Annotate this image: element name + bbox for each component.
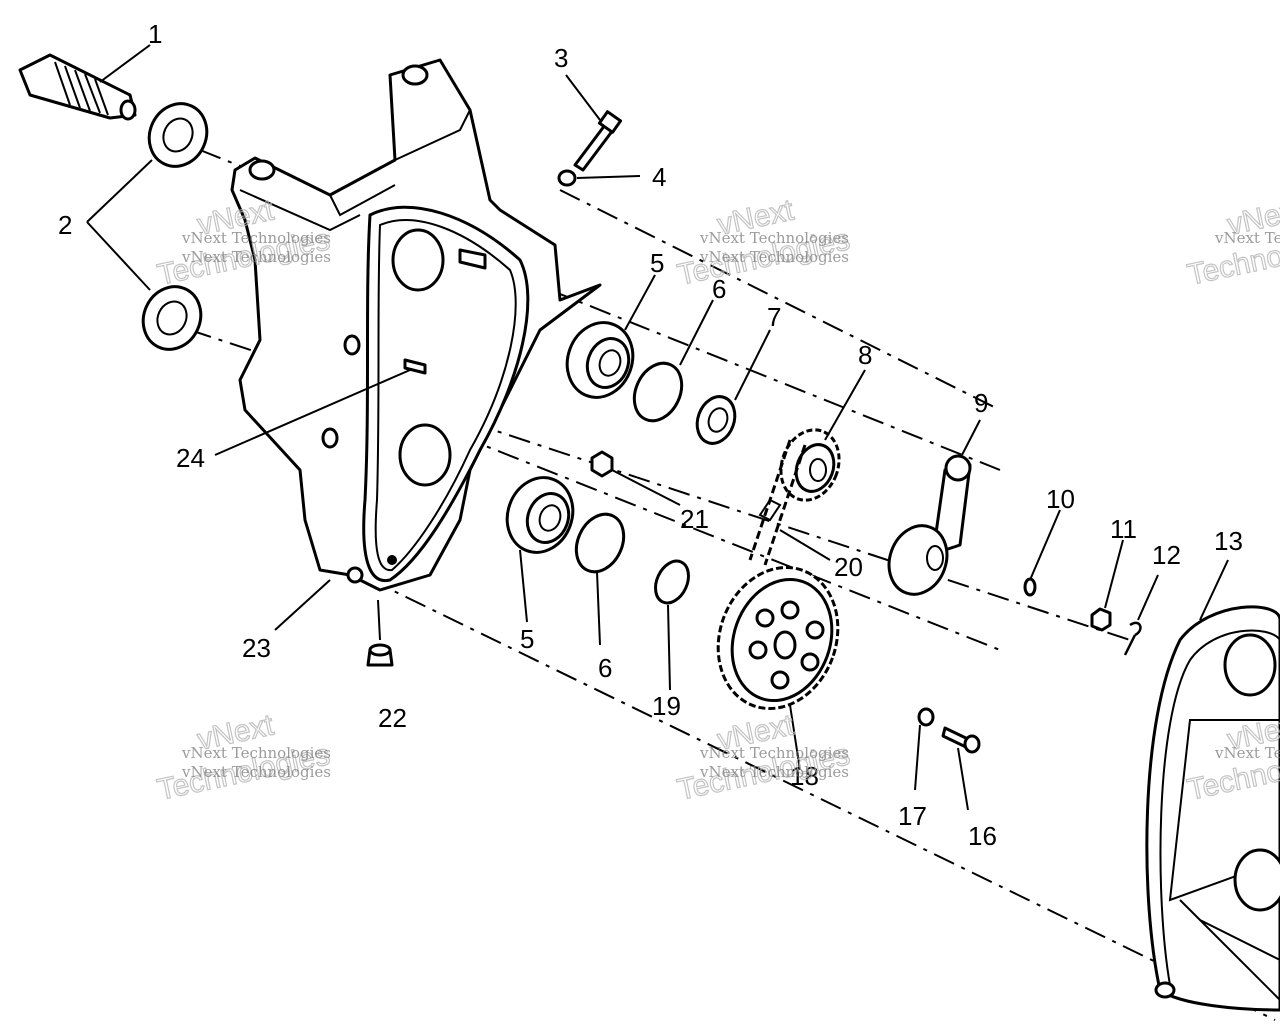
bolt-3 bbox=[573, 110, 623, 172]
tensioner-arm bbox=[887, 454, 972, 596]
callout-labels: 1 2 3 4 5 5 6 6 7 8 9 10 11 12 13 16 17 … bbox=[58, 19, 1243, 851]
callout-11: 11 bbox=[1110, 514, 1137, 544]
watermark-bottom-center: vNext Technologies vNext Technologies vN… bbox=[674, 708, 853, 808]
callout-23: 23 bbox=[242, 633, 271, 663]
callout-2: 2 bbox=[58, 210, 72, 240]
bearing-upper bbox=[565, 321, 635, 399]
shaft-part bbox=[18, 53, 137, 121]
seal-upper bbox=[147, 102, 209, 168]
callout-21: 21 bbox=[680, 504, 709, 534]
callout-8: 8 bbox=[858, 340, 872, 370]
watermark-small-4b: vNext Technologies bbox=[181, 763, 331, 781]
watermark-small-3: vNext Technologies bbox=[1214, 229, 1280, 247]
watermark-top-center: vNext Technologies vNext Technologies vN… bbox=[674, 193, 853, 293]
callout-24: 24 bbox=[176, 443, 205, 473]
drain-plug bbox=[366, 643, 394, 667]
dowel-pin bbox=[403, 358, 427, 375]
nut-4 bbox=[557, 169, 577, 187]
washer-10 bbox=[1023, 577, 1037, 597]
callout-3: 3 bbox=[554, 43, 568, 73]
chain bbox=[748, 439, 807, 566]
watermark-small-1b: vNext Technologies bbox=[181, 248, 331, 266]
bearing-lower bbox=[505, 476, 575, 554]
callout-7: 7 bbox=[767, 302, 781, 332]
chaincase-housing bbox=[230, 58, 602, 592]
callout-9: 9 bbox=[974, 388, 988, 418]
callout-4: 4 bbox=[652, 162, 666, 192]
nut-21 bbox=[590, 450, 614, 478]
watermark-small-2: vNext Technologies bbox=[699, 229, 849, 247]
callout-5-upper: 5 bbox=[650, 248, 664, 278]
snap-ring-upper bbox=[632, 361, 684, 423]
seal-lower bbox=[141, 285, 203, 351]
seal-7 bbox=[695, 395, 737, 445]
washer-17 bbox=[917, 707, 935, 727]
callout-6-lower: 6 bbox=[598, 653, 612, 683]
callout-10: 10 bbox=[1046, 484, 1075, 514]
callout-16: 16 bbox=[968, 821, 997, 851]
chaincase-cover bbox=[1145, 605, 1280, 1012]
watermark-top-right: vNext Technologies vNext Technologies bbox=[1184, 193, 1280, 293]
watermark-small-5: vNext Technologies bbox=[699, 744, 849, 762]
washer-19 bbox=[654, 559, 690, 605]
leader-lines bbox=[86, 44, 1229, 811]
watermark-small-4: vNext Technologies bbox=[181, 744, 331, 762]
callout-5-lower: 5 bbox=[520, 624, 534, 654]
bolt-16 bbox=[941, 726, 981, 754]
sprocket-large bbox=[716, 565, 840, 711]
callout-1: 1 bbox=[148, 19, 162, 49]
dowel-pin-upper bbox=[458, 248, 487, 270]
watermark-small-2b: vNext Technologies bbox=[699, 248, 849, 266]
watermark-small-5b: vNext Technologies bbox=[699, 763, 849, 781]
callout-17: 17 bbox=[898, 801, 927, 831]
callout-22: 22 bbox=[378, 703, 407, 733]
callout-18: 18 bbox=[790, 761, 819, 791]
callout-13: 13 bbox=[1214, 526, 1243, 556]
callout-19: 19 bbox=[652, 691, 681, 721]
callout-20: 20 bbox=[834, 552, 863, 582]
callout-12: 12 bbox=[1152, 540, 1181, 570]
cotter-pin bbox=[1123, 621, 1142, 656]
watermark-small-6: vNext Technologies bbox=[1214, 744, 1280, 762]
nut-11 bbox=[1090, 607, 1112, 632]
watermark-bottom-left: vNext Technologies vNext Technologies vN… bbox=[154, 708, 333, 808]
callout-6-upper: 6 bbox=[712, 274, 726, 304]
snap-ring-lower bbox=[574, 512, 626, 574]
watermark-small-1: vNext Technologies bbox=[181, 229, 331, 247]
